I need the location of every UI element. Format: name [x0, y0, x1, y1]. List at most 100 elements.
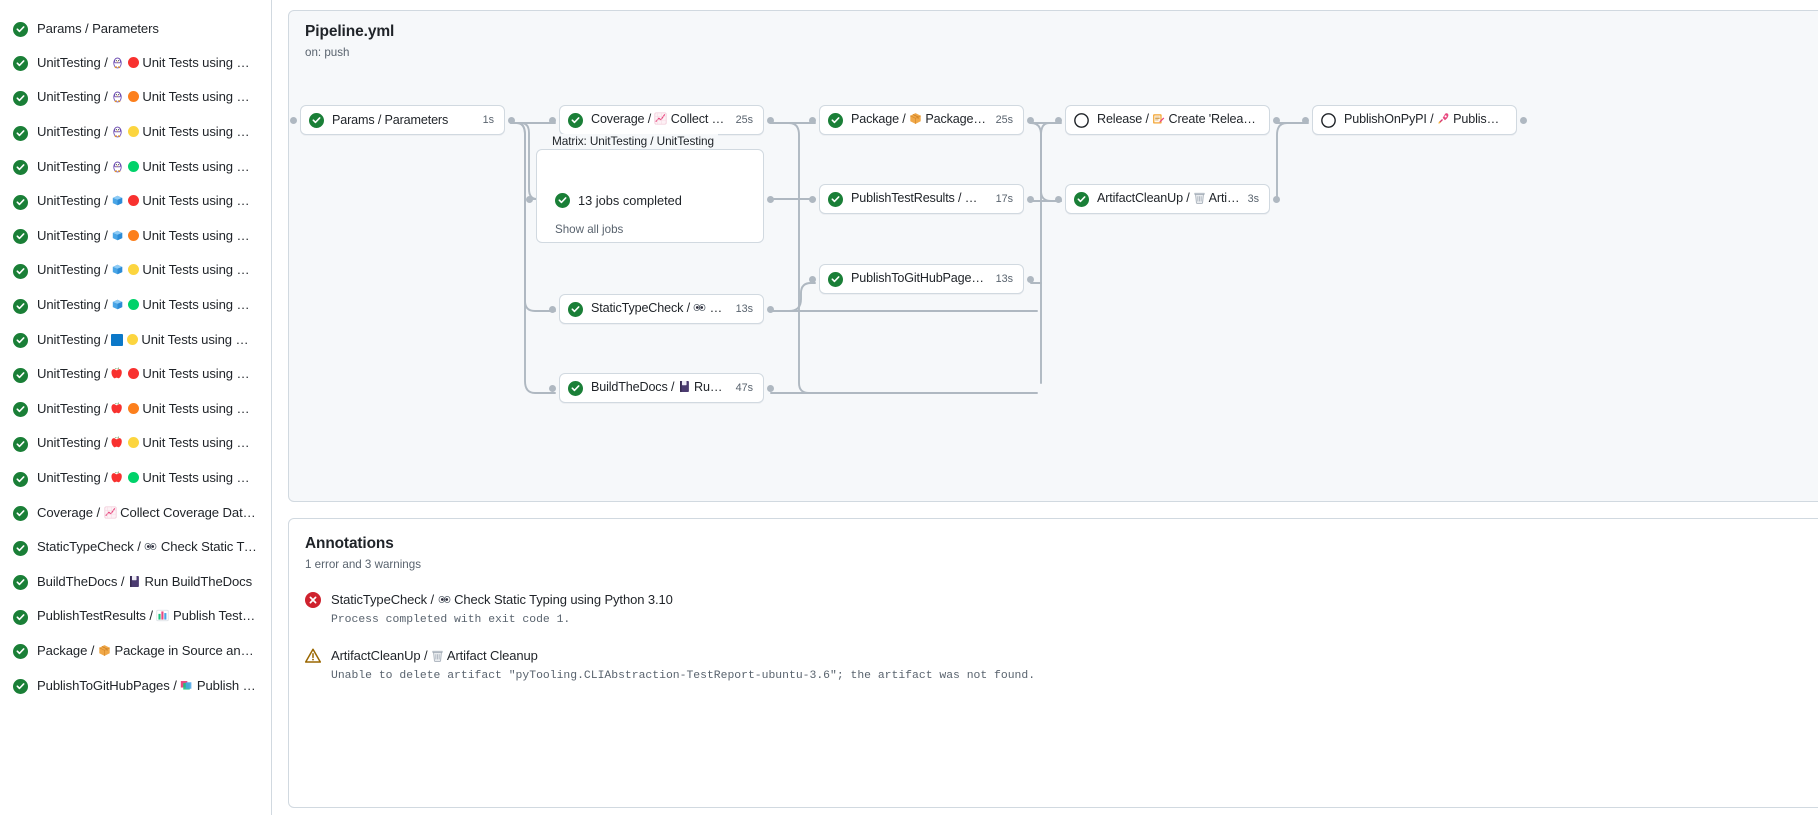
graph-node-package[interactable]: Package / Package in So...25s [819, 105, 1024, 135]
graph-node-label: Params / Parameters [332, 113, 475, 127]
python-version-dot-icon [128, 368, 139, 379]
job-success-icon [12, 263, 28, 279]
sidebar-job-item[interactable]: UnitTesting / Unit Tests using Pyth... [4, 393, 267, 428]
graph-node-port-left [809, 276, 816, 283]
error-icon [305, 592, 321, 608]
book-icon [678, 382, 691, 396]
windows-icon [111, 229, 124, 247]
job-success-icon [12, 679, 28, 695]
windows-icon [111, 194, 124, 212]
job-success-icon [12, 436, 28, 452]
graph-node-docs[interactable]: BuildTheDocs / Run Buil...47s [559, 373, 764, 403]
job-success-icon [12, 367, 28, 383]
sidebar-job-label: Params / Parameters [37, 20, 159, 38]
graph-node-port-right [767, 117, 774, 124]
success-icon [828, 113, 843, 128]
sidebar-job-item[interactable]: UnitTesting / Unit Tests using Pyth... [4, 323, 267, 358]
python-version-dot-icon [128, 161, 139, 172]
sidebar-job-label: UnitTesting / Unit Tests using Pyth... [37, 296, 257, 316]
graph-node-typecheck[interactable]: StaticTypeCheck / Chec...13s [559, 294, 764, 324]
graph-node-port-right [767, 306, 774, 313]
annotation-heading[interactable]: StaticTypeCheck / Check Static Typing us… [331, 591, 1818, 610]
sidebar-job-item[interactable]: UnitTesting / Unit Tests using Pyth... [4, 150, 267, 185]
rocket-icon [1437, 114, 1450, 128]
job-success-icon [12, 194, 28, 210]
sidebar-job-label: Coverage / Collect Coverage Data usi... [37, 504, 257, 524]
sidebar-job-label: UnitTesting / Unit Tests using Pyth... [37, 331, 257, 351]
graph-node-port-right [1027, 117, 1034, 124]
graph-node-release[interactable]: Release / Create 'Release P... [1065, 105, 1270, 135]
matrix-port-right [767, 196, 774, 203]
annotation-heading[interactable]: ArtifactCleanUp / Artifact Cleanup [331, 647, 1818, 666]
eyes-icon [693, 303, 706, 317]
wastebasket-icon [431, 650, 444, 665]
sidebar-job-item[interactable]: UnitTesting / Unit Tests using Pyth... [4, 185, 267, 220]
matrix-jobs-completed[interactable]: 13 jobs completed [555, 193, 682, 208]
python-version-dot-icon [128, 264, 139, 275]
memo-icon [1152, 114, 1165, 128]
sidebar-job-item[interactable]: Package / Package in Source and Wh... [4, 635, 267, 670]
annotation-row: ArtifactCleanUp / Artifact CleanupUnable… [305, 647, 1818, 684]
python-version-dot-icon [128, 403, 139, 414]
python-version-dot-icon [128, 126, 139, 137]
sidebar-job-item[interactable]: UnitTesting / Unit Tests using Pyth... [4, 427, 267, 462]
sidebar-job-item[interactable]: UnitTesting / Unit Tests using Pyth... [4, 462, 267, 497]
annotations-summary: 1 error and 3 warnings [305, 558, 421, 571]
pages-icon [180, 679, 193, 697]
graph-node-testresults[interactable]: PublishTestResults / Pu...17s [819, 184, 1024, 214]
eyes-icon [438, 594, 451, 609]
python-version-dot-icon [128, 91, 139, 102]
success-icon [568, 113, 583, 128]
success-icon [828, 192, 843, 207]
graph-node-cleanup[interactable]: ArtifactCleanUp / Artifac... 3s [1065, 184, 1270, 214]
graph-node-port-left [809, 196, 816, 203]
sidebar-job-item[interactable]: StaticTypeCheck / Check Static Typing... [4, 531, 267, 566]
matrix-show-all-jobs-link[interactable]: Show all jobs [555, 223, 623, 236]
sidebar-job-item[interactable]: UnitTesting / Unit Tests using Pyth... [4, 81, 267, 116]
main-content: Pipeline.yml on: push Params / Parameter… [272, 0, 1818, 815]
sidebar-job-item[interactable]: PublishToGitHubPages / Publish to G... [4, 669, 267, 704]
sidebar-job-label: PublishTestResults / Publish Test Resu..… [37, 607, 257, 627]
python-version-dot-icon [127, 334, 138, 345]
sidebar-job-label: UnitTesting / Unit Tests using Pyth... [37, 123, 257, 143]
wastebasket-icon [1193, 193, 1206, 207]
sidebar-job-item[interactable]: BuildTheDocs / Run BuildTheDocs [4, 566, 267, 601]
graph-node-duration: 3s [1248, 193, 1259, 205]
sidebar-job-item[interactable]: UnitTesting / Unit Tests using Pyth... [4, 358, 267, 393]
sidebar-job-item[interactable]: Params / Parameters [4, 12, 267, 47]
penguin-icon [111, 160, 124, 178]
pending-icon [1074, 113, 1089, 128]
sidebar-job-item[interactable]: UnitTesting / Unit Tests using Pyth... [4, 289, 267, 324]
graph-node-port-left [549, 385, 556, 392]
graph-node-port-right [1273, 117, 1280, 124]
windows-icon [111, 263, 124, 281]
sidebar-job-item[interactable]: UnitTesting / Unit Tests using Pyth... [4, 116, 267, 151]
graph-node-params[interactable]: Params / Parameters 1s [300, 105, 505, 135]
sidebar-job-item[interactable]: UnitTesting / Unit Tests using Pyth... [4, 220, 267, 255]
sidebar-job-label: Package / Package in Source and Wh... [37, 642, 257, 662]
graph-node-port-left [290, 117, 297, 124]
graph-node-coverage[interactable]: Coverage / Collect Cove...25s [559, 105, 764, 135]
graph-node-label: PublishOnPyPI / Publish to ... [1344, 112, 1506, 128]
penguin-icon [111, 56, 124, 74]
sidebar-job-label: UnitTesting / Unit Tests using Pyth... [37, 158, 257, 178]
graph-node-ghpages[interactable]: PublishToGitHubPages / ... 13s [819, 264, 1024, 294]
graph-node-duration: 13s [996, 273, 1013, 285]
sidebar-job-label: UnitTesting / Unit Tests using Pyth... [37, 261, 257, 281]
graph-node-port-left [809, 117, 816, 124]
graph-node-label: Package / Package in So... [851, 112, 988, 128]
graph-node-label: ArtifactCleanUp / Artifac... [1097, 191, 1240, 207]
sidebar-job-item[interactable]: PublishTestResults / Publish Test Resu..… [4, 600, 267, 635]
workflow-graph-card: Pipeline.yml on: push Params / Parameter… [288, 10, 1818, 502]
graph-node-label: BuildTheDocs / Run Buil... [591, 380, 728, 396]
graph-node-label: StaticTypeCheck / Chec... [591, 301, 728, 317]
graph-node-pypi[interactable]: PublishOnPyPI / Publish to ... [1312, 105, 1517, 135]
sidebar-job-item[interactable]: Coverage / Collect Coverage Data usi... [4, 496, 267, 531]
sidebar-job-item[interactable]: UnitTesting / Unit Tests using Pyth... [4, 47, 267, 82]
sidebar-job-item[interactable]: UnitTesting / Unit Tests using Pyth... [4, 254, 267, 289]
package-icon [98, 644, 111, 662]
job-success-icon [12, 471, 28, 487]
graph-node-label: Coverage / Collect Cove... [591, 112, 728, 128]
graph-node-label: PublishToGitHubPages / ... [851, 271, 988, 287]
graph-node-duration: 1s [483, 114, 494, 126]
